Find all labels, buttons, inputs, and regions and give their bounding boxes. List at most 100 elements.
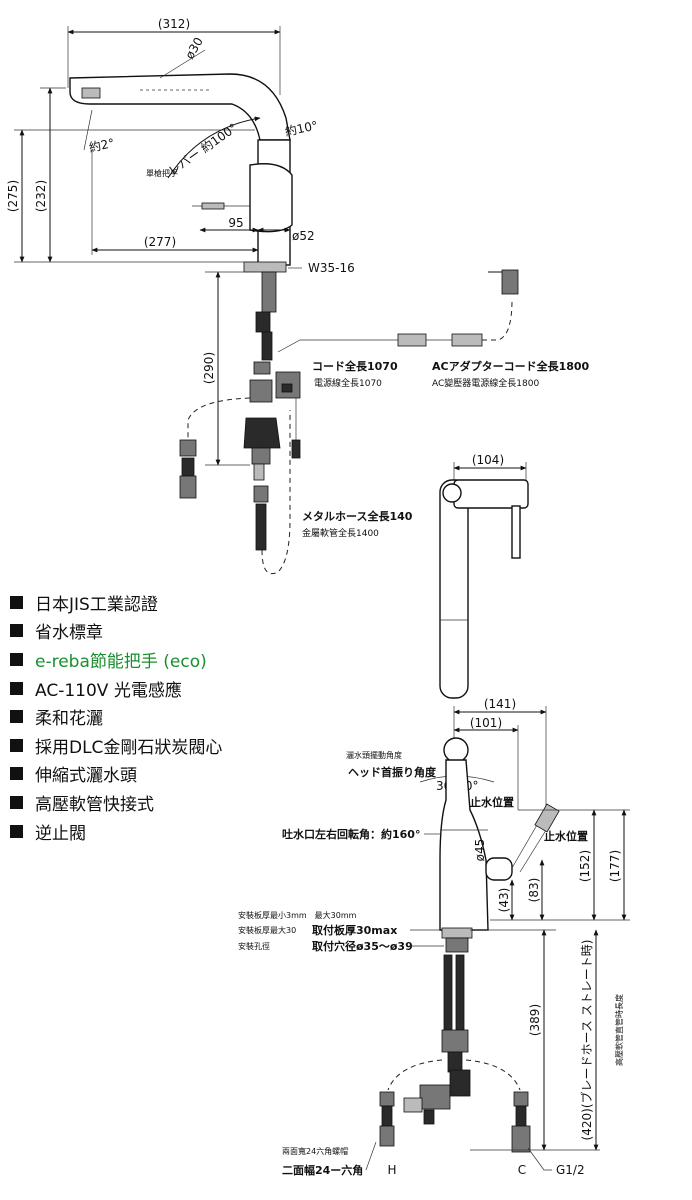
hose-length-cn: 金屬軟管全長1400: [302, 527, 379, 539]
solenoid-box: [275, 371, 301, 399]
front-view: (141) (101) 灑水頭擺動角度 ヘッド首振り角度 30°30° 止水位置…: [238, 697, 630, 1177]
bullet-square-icon: [10, 767, 23, 781]
plate-thickness-jp: 取付板厚30max: [312, 923, 397, 937]
feature-text: 日本JIS工業認證: [35, 594, 158, 615]
stop-position-1: 止水位置: [470, 795, 514, 809]
dim-177: (177): [608, 850, 622, 882]
supply-hose: [187, 397, 251, 440]
feature-text: AC-110V 光電感應: [35, 680, 182, 701]
dim-83: (83): [527, 878, 541, 903]
lever-handle: [249, 163, 293, 233]
braid-hose-cn: 高壓軟管直管時長度: [614, 994, 624, 1066]
angle-2: 約2°: [88, 135, 116, 155]
adapter-length-cn: AC變壓器電源線全長1800: [432, 377, 539, 389]
hose-length-jp: メタルホース全長140: [302, 509, 413, 523]
feature-item: 高壓軟管快接式: [10, 788, 310, 817]
hot-connector: [379, 1125, 395, 1147]
feature-item: AC-110V 光電感應: [10, 674, 310, 703]
bullet-square-icon: [10, 652, 23, 666]
bullet-square-icon: [10, 624, 23, 638]
feature-item: 日本JIS工業認證: [10, 588, 310, 617]
feature-text: 柔和花灑: [35, 709, 103, 730]
feature-item: 逆止閥: [10, 817, 310, 846]
dim-312: (312): [158, 17, 190, 31]
hole-diameter-cn: 安裝孔徑: [238, 941, 270, 951]
side-spout: [439, 479, 469, 699]
hole-diameter-jp: 取付穴径ø35～ø39: [312, 939, 413, 953]
front-mount-nut: [441, 927, 473, 939]
feature-text: 逆止閥: [35, 823, 86, 844]
bullet-square-icon: [10, 824, 23, 838]
cold-hose: [465, 1059, 521, 1091]
front-head: [443, 737, 469, 763]
feature-item: 柔和花灑: [10, 702, 310, 731]
hot-label: H: [387, 1163, 396, 1177]
check-valve: [249, 379, 273, 403]
cold-label: C: [518, 1163, 526, 1177]
cold-connector: [511, 1125, 531, 1153]
adapter-length-jp: ACアダプターコード全長1800: [432, 359, 590, 373]
feature-item: 採用DLC金剛石狀炭閥心: [10, 731, 310, 760]
dim-104: (104): [472, 453, 504, 467]
dim-275: (275): [6, 180, 20, 212]
feature-text: 高壓軟管快接式: [35, 794, 154, 815]
feature-text: 省水標章: [35, 623, 103, 644]
dim-30: ø30: [182, 35, 205, 62]
cord-length-cn: 電源線全長1070: [314, 377, 382, 389]
braid-hose-length: (420)(ブレードホース ストレート時): [579, 940, 594, 1141]
dim-101: (101): [470, 716, 502, 730]
feature-item: e-reba節能把手 (eco): [10, 645, 310, 674]
dim-95: 95: [228, 216, 243, 230]
dim-232: (232): [34, 180, 48, 212]
top-view: (312) ø30 (275) (232) 約2° レバー 約100° 單槍把手…: [6, 17, 590, 575]
side-lever: [511, 505, 521, 559]
metal-hose-loop: [261, 410, 291, 575]
spout-nozzle: [81, 87, 101, 99]
plate-thickness-cn-1: 安裝板厚最小3mm 最大30mm: [238, 910, 357, 920]
hex-nut-cn: 兩面寬24六角螺帽: [282, 1146, 348, 1156]
thread-g12: G1/2: [556, 1163, 585, 1177]
feature-text: 伸縮式灑水頭: [35, 766, 137, 787]
front-lever: [485, 857, 513, 881]
dim-389: (389): [528, 1004, 542, 1036]
mount-nut: [243, 261, 287, 273]
cord-length-jp: コード全長1070: [312, 359, 398, 373]
hot-hose: [387, 1059, 443, 1091]
head-angle-cn: 灑水頭擺動角度: [346, 750, 402, 760]
thread-spec: W35-16: [308, 261, 355, 275]
cord-connector: [397, 333, 427, 347]
feature-text: e-reba節能把手 (eco): [35, 651, 207, 672]
hex-nut-jp: 二面幅24ー六角: [282, 1163, 363, 1177]
stop-position-2: 止水位置: [544, 829, 588, 843]
valve-unit: [243, 417, 281, 449]
bullet-square-icon: [10, 795, 23, 809]
bullet-square-icon: [10, 738, 23, 752]
ac-adapter: [501, 269, 519, 295]
dim-152: (152): [578, 850, 592, 882]
front-hose-right: [455, 954, 465, 1031]
feature-item: 伸縮式灑水頭: [10, 760, 310, 789]
feature-list: 日本JIS工業認證 省水標章 e-reba節能把手 (eco) AC-110V …: [10, 588, 310, 845]
supply-connector: [179, 475, 197, 499]
single-lever-label: 單槍把手: [146, 168, 178, 178]
spout-rotation: 吐水口左右回転角：約160°: [282, 827, 420, 841]
plate-thickness-cn-2: 安裝板厚最大30: [238, 925, 296, 935]
feature-item: 省水標章: [10, 617, 310, 646]
dim-43: (43): [497, 888, 511, 913]
feature-text: 採用DLC金剛石狀炭閥心: [35, 737, 223, 758]
spout-arm: [69, 73, 291, 141]
angle-10: 約10°: [284, 117, 320, 139]
side-head: [453, 479, 529, 509]
dim-45: ø45: [473, 839, 487, 862]
metal-hose: [255, 503, 267, 551]
front-solenoid: [419, 1084, 451, 1110]
dim-277: (277): [144, 235, 176, 249]
shank: [261, 271, 277, 313]
adapter-connector: [451, 333, 483, 347]
bullet-square-icon: [10, 595, 23, 609]
bullet-square-icon: [10, 710, 23, 724]
dim-52: ø52: [292, 229, 315, 243]
front-hose-left: [443, 954, 453, 1031]
head-angle-jp: ヘッド首振り角度: [348, 765, 437, 779]
